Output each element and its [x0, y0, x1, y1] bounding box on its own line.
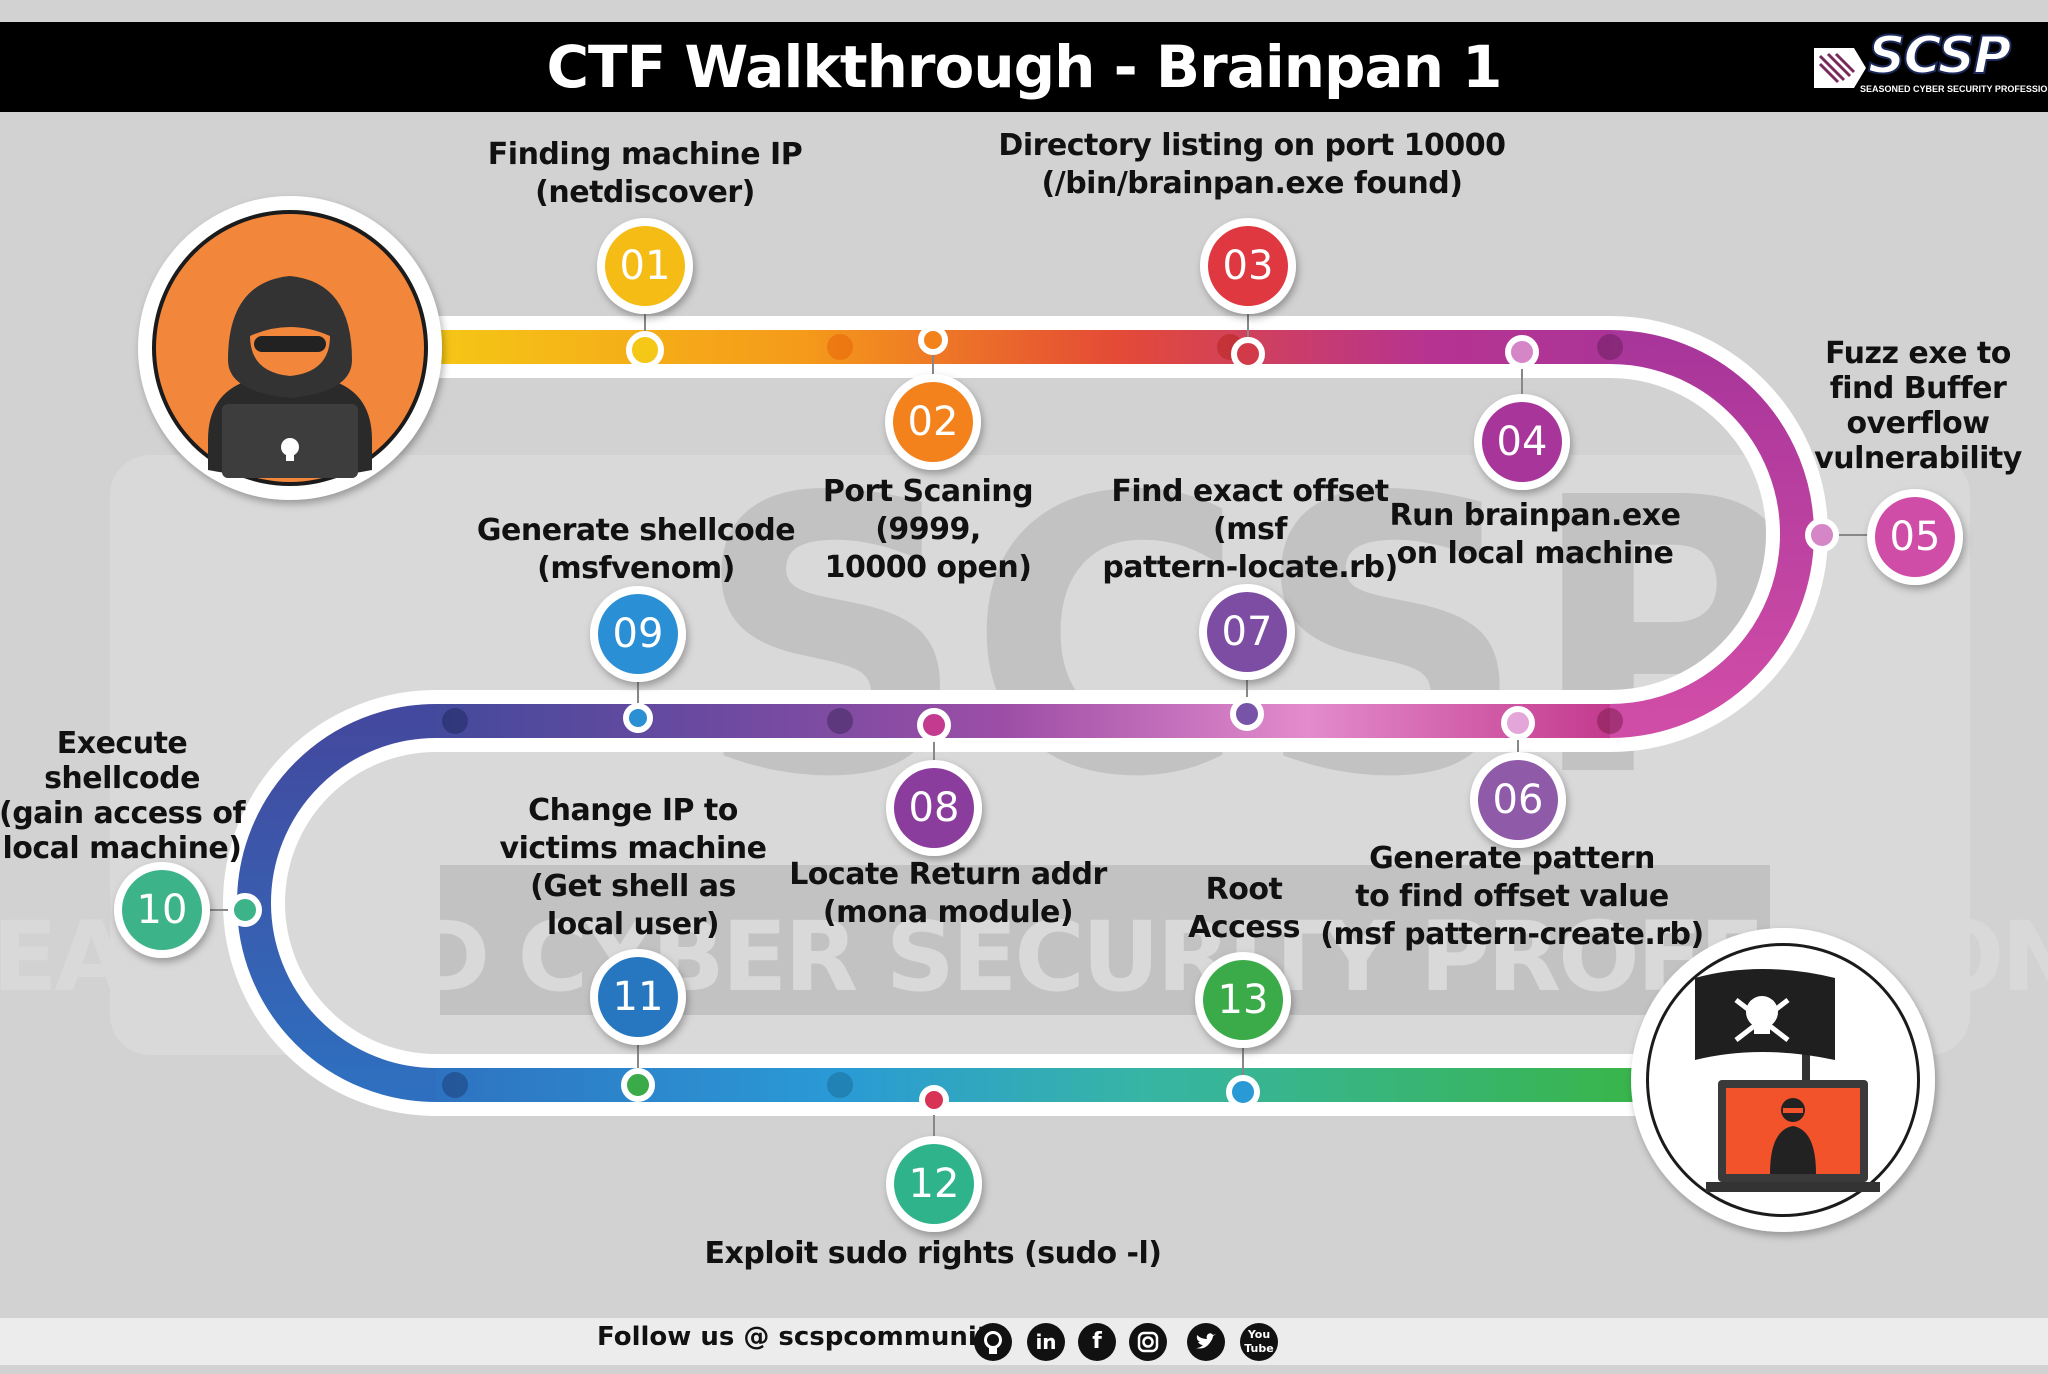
step-label-line: victims machine [499, 831, 767, 866]
step-label-line: vulnerability [1814, 441, 2022, 476]
step-number-06: 06 [1492, 777, 1544, 823]
step-label-05: Fuzz exe to find Buffer overflow vulnera… [1814, 336, 2022, 476]
step-number-04: 04 [1496, 419, 1548, 465]
step-number-02: 02 [907, 399, 959, 445]
step-label-line: (msfvenom) [537, 551, 735, 586]
step-label-line: Generate shellcode [476, 513, 796, 548]
facebook-icon[interactable]: f [1078, 1323, 1116, 1361]
step-label-04: Run brainpan.exe on local machine [1390, 497, 1681, 573]
step-number-05: 05 [1889, 514, 1941, 560]
track-markers [228, 325, 1839, 1115]
step-label-03: Directory listing on port 10000 (/bin/br… [998, 127, 1506, 203]
step-number-12: 12 [908, 1161, 960, 1207]
step-label-line: Fuzz exe to [1825, 336, 2011, 371]
step-number-09: 09 [612, 611, 664, 657]
step-number-11: 11 [612, 974, 664, 1020]
step-label-line: 10000 open) [824, 550, 1032, 585]
step-number-03: 03 [1222, 243, 1274, 289]
step-label-line: shellcode [44, 761, 200, 796]
step-label-line: Find exact offset [1111, 474, 1389, 509]
step-label-06: Generate pattern to find offset value (m… [1320, 840, 1704, 954]
step-label-line: to find offset value [1355, 879, 1669, 914]
step-number-07: 07 [1221, 609, 1273, 655]
step-label-line: Directory listing on port 10000 [998, 128, 1506, 163]
pirate-computer-avatar [1631, 928, 1935, 1232]
step-label-09: Generate shellcode (msfvenom) [476, 512, 796, 588]
step-label-line: (mona module) [822, 895, 1074, 930]
twitter-icon[interactable] [1187, 1323, 1225, 1361]
step-label-line: (msf [1213, 512, 1287, 547]
step-label-line: (netdiscover) [535, 175, 755, 210]
shield-logo-icon [1814, 48, 1866, 88]
step-label-line: overflow [1846, 406, 1990, 441]
step-nodes [114, 218, 1963, 1232]
step-label-line: Exploit sudo rights (sudo -l) [704, 1236, 1162, 1271]
step-label-line: local user) [546, 907, 720, 942]
hacker-avatar [138, 196, 442, 500]
logo-text: SCSP [1867, 25, 2012, 87]
step-label-line: local machine) [2, 831, 243, 866]
step-number-01: 01 [619, 243, 671, 289]
linkedin-icon[interactable]: in [1027, 1323, 1065, 1361]
step-label-line: (/bin/brainpan.exe found) [1041, 166, 1463, 201]
header-bar: CTF Walkthrough - Brainpan 1 SCSP SEASON… [0, 22, 2048, 112]
step-label-line: Locate Return addr [789, 857, 1107, 892]
page-title: CTF Walkthrough - Brainpan 1 [546, 33, 1502, 101]
github-icon[interactable] [974, 1323, 1012, 1361]
step-label-line: Change IP to [528, 793, 738, 828]
step-label-01: Finding machine IP (netdiscover) [487, 136, 803, 212]
step-label-line: Execute [56, 726, 188, 761]
step-label-10: Execute shellcode (gain access of local … [0, 726, 246, 866]
step-label-line: Port Scaning [822, 474, 1034, 509]
step-number-10: 10 [136, 887, 188, 933]
follow-text: Follow us @ scspcommunity [597, 1322, 1007, 1352]
step-label-line: pattern-locate.rb) [1102, 550, 1398, 585]
step-label-line: (gain access of [0, 796, 246, 831]
step-label-line: Finding machine IP [487, 137, 803, 172]
step-label-line: Generate pattern [1369, 841, 1655, 876]
step-number-08: 08 [908, 785, 960, 831]
step-label-07: Find exact offset (msf pattern-locate.rb… [1102, 473, 1398, 587]
step-label-11: Change IP to victims machine (Get shell … [500, 792, 767, 944]
logo-subtitle: SEASONED CYBER SECURITY PROFESSIONALS [1860, 84, 2048, 94]
step-label-line: Run brainpan.exe [1389, 498, 1681, 533]
step-label-line: (msf pattern-create.rb) [1320, 917, 1704, 952]
step-label-02: Port Scaning (9999, 10000 open) [822, 473, 1034, 587]
step-label-12: Exploit sudo rights (sudo -l) [705, 1235, 1162, 1273]
step-label-08: Locate Return addr (mona module) [789, 856, 1107, 932]
instagram-icon[interactable] [1129, 1323, 1167, 1361]
step-label-line: Root [1205, 872, 1283, 907]
step-label-line: (9999, [875, 512, 981, 547]
step-label-line: on local machine [1396, 536, 1674, 571]
scsp-logo: SCSP SEASONED CYBER SECURITY PROFESSIONA… [1808, 25, 2048, 102]
step-number-13: 13 [1217, 977, 1269, 1023]
step-label-13: Root Access [1188, 871, 1300, 947]
step-label-line: (Get shell as [530, 869, 736, 904]
step-label-line: find Buffer [1829, 371, 2007, 406]
step-label-line: Access [1188, 910, 1300, 945]
